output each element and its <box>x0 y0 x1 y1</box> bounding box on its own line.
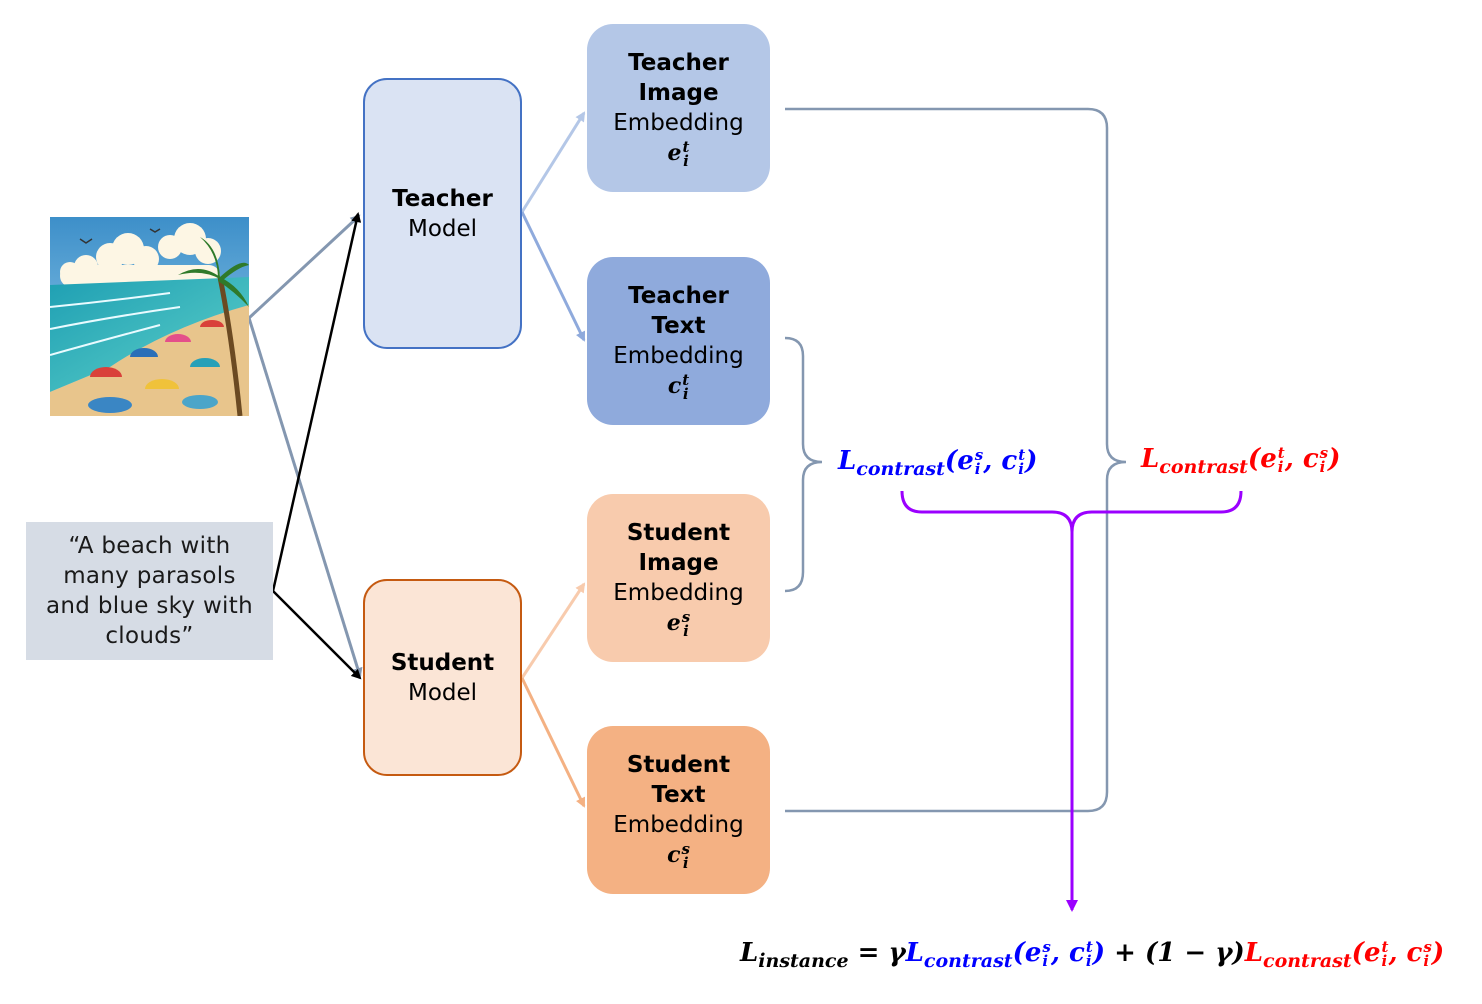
inner-brace <box>784 336 823 593</box>
outer-brace <box>785 107 1127 813</box>
teacher-model-box: Teacher Model <box>363 78 522 349</box>
emb-line3: Embedding <box>613 110 744 136</box>
emb-line1: Teacher <box>628 50 729 76</box>
emb-line1: Student <box>626 520 731 546</box>
emb-line3: Embedding <box>613 812 744 838</box>
student-to-text-emb-arrow <box>520 677 586 808</box>
caption-to-teacher-arrow <box>271 212 362 592</box>
emb-line1: Teacher <box>628 283 729 309</box>
emb-line3: Embedding <box>613 580 744 606</box>
student-model-subtitle: Model <box>407 679 478 706</box>
student-to-image-emb-arrow <box>520 582 586 679</box>
emb-line2: Text <box>651 782 706 808</box>
image-to-student-arrow <box>247 317 363 678</box>
emb-line2: Image <box>638 80 719 106</box>
beach-image <box>50 217 249 416</box>
caption-to-student-arrow <box>272 590 362 680</box>
teacher-to-text-emb-arrow <box>520 211 586 342</box>
emb-line1: Student <box>626 752 731 778</box>
caption-box: “A beach with many parasols and blue sky… <box>26 522 273 660</box>
student-model-box: Student Model <box>363 579 522 776</box>
combine-brace <box>900 490 1243 533</box>
emb-line2: Text <box>651 313 706 339</box>
emb-line3: Embedding <box>613 343 744 369</box>
student-model-title: Student <box>390 649 495 676</box>
teacher-model-title: Teacher <box>392 185 493 212</box>
image-to-teacher-arrow <box>247 214 361 320</box>
teacher-to-image-emb-arrow <box>520 111 586 213</box>
beach-illustration-icon <box>50 217 249 416</box>
caption-text: “A beach with many parasols and blue sky… <box>46 533 253 649</box>
teacher-model-subtitle: Model <box>407 215 478 242</box>
emb-line2: Image <box>638 550 719 576</box>
